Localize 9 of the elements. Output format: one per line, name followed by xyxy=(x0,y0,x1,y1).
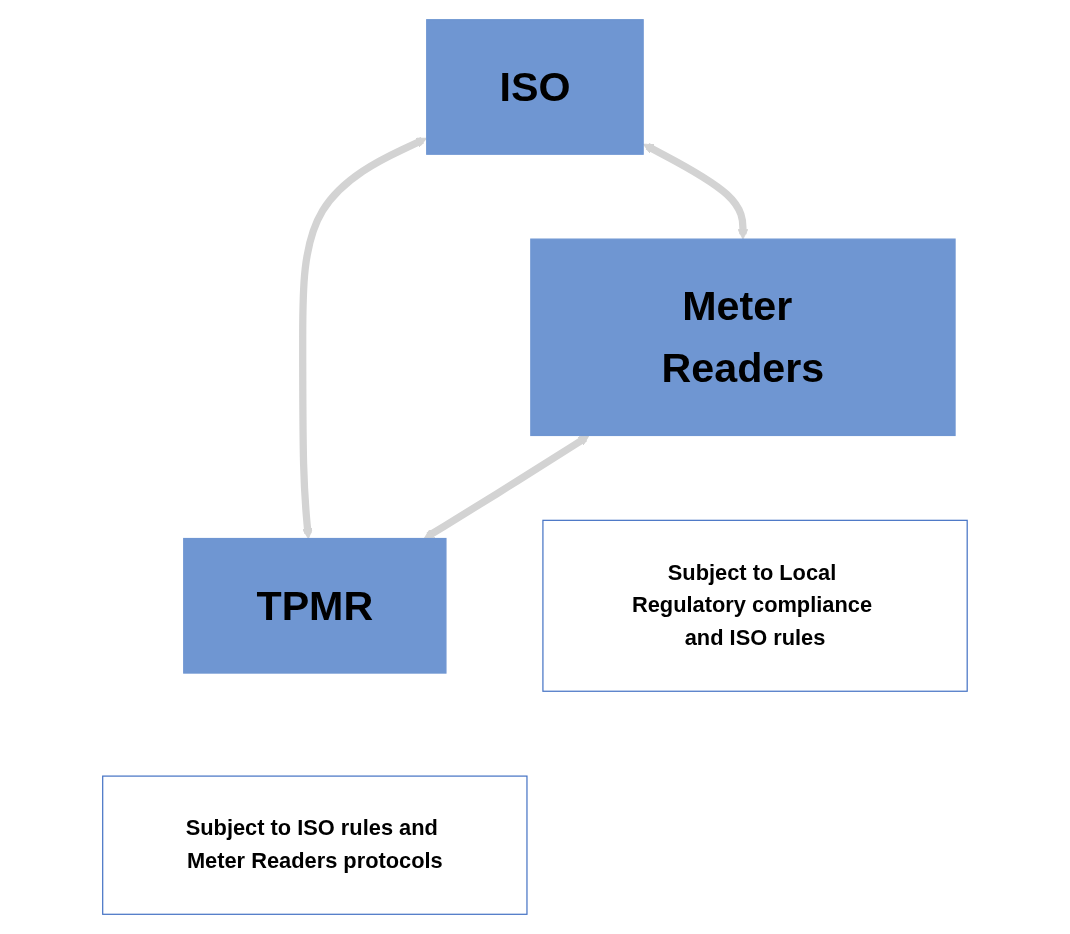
node-box xyxy=(542,519,968,692)
node-box xyxy=(102,775,528,915)
node-box xyxy=(183,537,447,674)
arrow xyxy=(423,435,590,540)
flowchart-drawing: ISO Meter Readers TPMR Subject to Local Regulatory compliance and ISO rules Subject to ISO rules and Meter Readers protocols xyxy=(93,10,977,924)
arrow xyxy=(643,143,749,240)
node-box xyxy=(426,19,644,155)
arrow xyxy=(299,136,427,539)
node-box xyxy=(530,238,956,437)
